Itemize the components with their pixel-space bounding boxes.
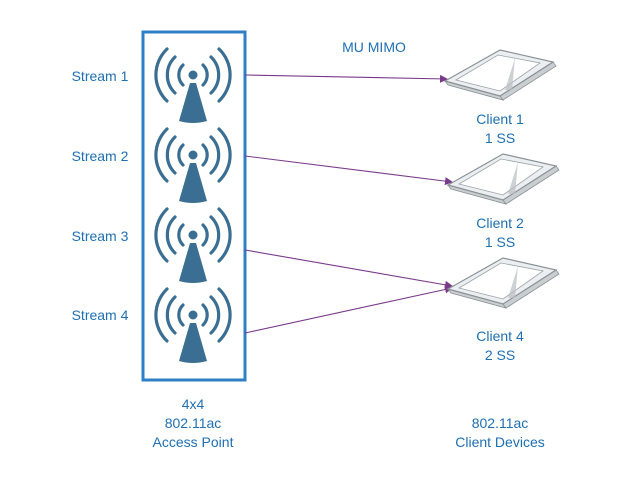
wifi-antenna-icon — [154, 207, 232, 283]
stream-link-arrow — [244, 249, 453, 289]
client-group-caption: Client Devices — [455, 434, 544, 450]
client-name: Client 4 — [476, 328, 524, 344]
client-name: Client 2 — [476, 215, 524, 231]
stream-label: Stream 4 — [72, 307, 129, 323]
wifi-antenna-icon — [154, 47, 232, 123]
access-point-caption: 802.11ac — [165, 415, 222, 431]
stream-link-arrow — [244, 285, 453, 334]
access-point-caption: Access Point — [153, 434, 234, 450]
wifi-antenna-icon — [154, 287, 232, 363]
stream-label: Stream 3 — [72, 228, 129, 244]
tablet-icon — [443, 49, 557, 101]
tablet-icon — [446, 153, 560, 205]
diagram-title: MU MIMO — [342, 39, 406, 55]
stream-link-arrow — [244, 155, 453, 186]
stream-label: Stream 1 — [72, 68, 129, 84]
client-group-caption: 802.11ac — [472, 415, 529, 431]
stream-link-arrow — [244, 74, 448, 83]
access-point-caption: 4x4 — [182, 396, 205, 412]
client-streams: 2 SS — [485, 347, 515, 363]
client-streams: 1 SS — [485, 130, 515, 146]
stream-label: Stream 2 — [72, 148, 129, 164]
client-name: Client 1 — [476, 111, 524, 127]
wifi-antenna-icon — [154, 127, 232, 203]
client-streams: 1 SS — [485, 234, 515, 250]
tablet-icon — [446, 257, 560, 309]
